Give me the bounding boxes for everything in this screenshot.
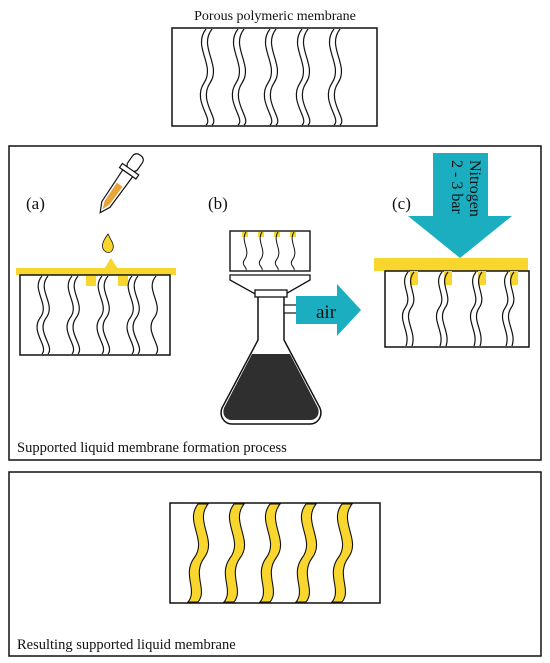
pressure-label: 2 - 3 bar <box>448 160 465 214</box>
result-membrane <box>169 502 381 604</box>
nitrogen-arrow: Nitrogen 2 - 3 bar <box>408 153 512 258</box>
membrane-c <box>374 258 530 348</box>
step-b-label: (b) <box>208 194 228 213</box>
air-arrow: air <box>296 284 361 336</box>
nitrogen-label: Nitrogen <box>466 160 483 217</box>
liquid-drop-icon <box>102 233 118 269</box>
porous-membrane <box>171 27 378 127</box>
title-text: Porous polymeric membrane <box>194 9 356 24</box>
result-caption: Resulting supported liquid membrane <box>17 637 236 653</box>
process-caption: Supported liquid membrane formation proc… <box>17 440 287 456</box>
step-c-label: (c) <box>392 194 411 213</box>
membrane-b <box>229 230 311 272</box>
air-label: air <box>316 302 337 323</box>
process-panel <box>8 145 542 461</box>
result-panel <box>8 471 542 657</box>
step-a-label: (a) <box>26 194 45 213</box>
vacuum-flask-icon <box>220 274 322 425</box>
dropper-icon <box>99 153 144 214</box>
membrane-a <box>16 268 176 356</box>
